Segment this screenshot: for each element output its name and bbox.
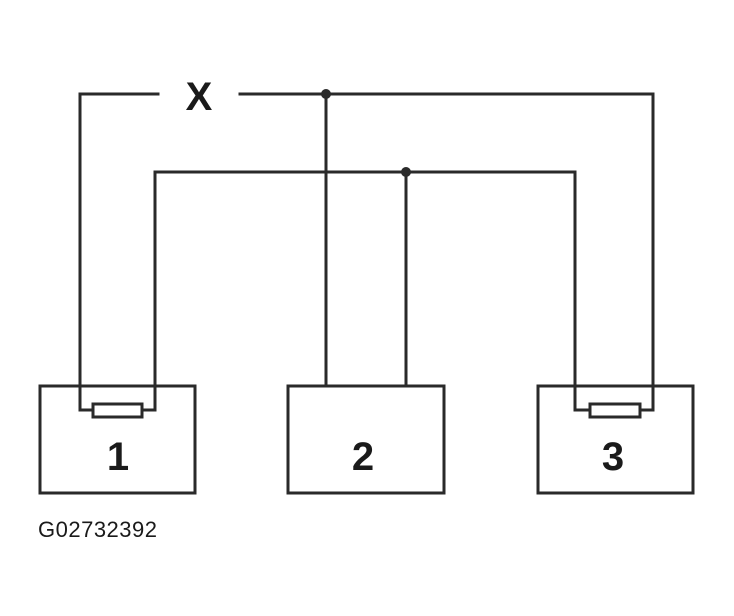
outer-wire-junction [321,89,331,99]
component-3: 3 [536,384,695,495]
component-3-terminal-right [638,384,655,412]
outer-wire [78,89,655,412]
inner-wire [153,167,577,412]
component-3-label: 3 [602,435,624,479]
component-3-resistor-icon [588,402,642,419]
component-3-terminal-left [573,384,592,412]
outer-wire-left-segment [78,92,160,412]
inner-wire-junction [401,167,411,177]
component-1-terminal-right [140,384,157,412]
component-1-resistor-icon [91,402,144,419]
component-1: 1 [38,384,197,495]
component-2-box [286,384,446,495]
outer-wire-right-segment [238,92,655,412]
component-2-label: 2 [352,435,374,479]
inner-wire-segment [153,170,577,412]
component-2: 2 [286,384,446,495]
figure-id: G02732392 [38,517,158,542]
break-label-x: X [186,75,213,119]
component-1-label: 1 [107,435,129,479]
component-1-terminal-left [78,384,95,412]
